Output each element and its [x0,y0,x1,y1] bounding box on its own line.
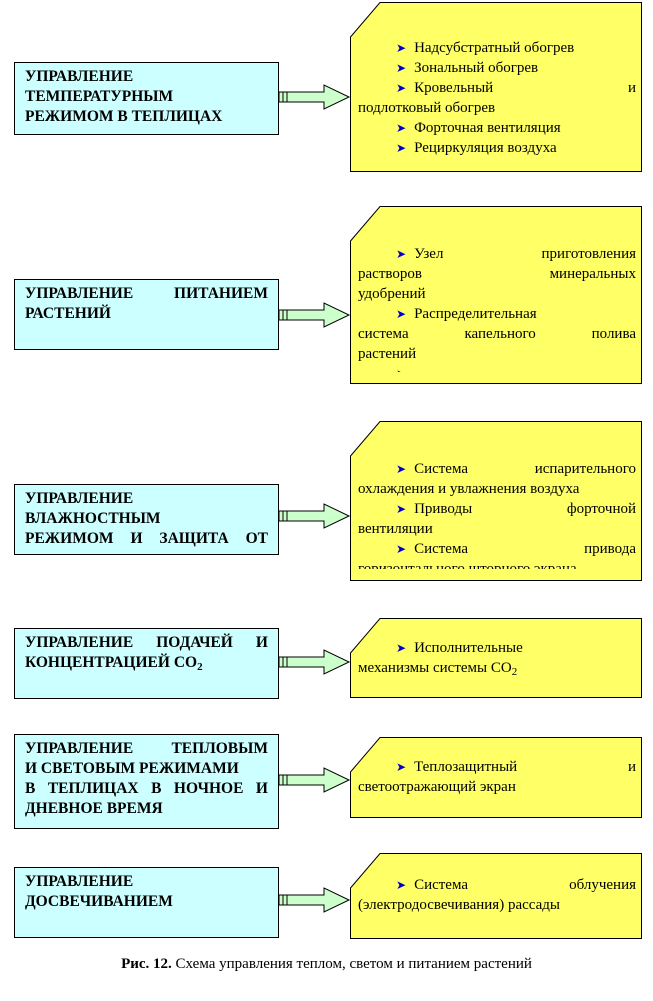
left-line: ВЛАЖНОСТНЫМ [25,510,161,527]
list-item-continuation: удобрений [358,286,426,302]
list-item-continuation: механизмы системы СО2 [358,660,518,678]
list-item-continuation: светоотражающий экран [358,779,516,795]
list-item: ➤Форточная вентиляция [396,120,561,136]
left-line: РАСТЕНИЙ [25,305,111,322]
arrow-right-icon [279,767,351,793]
arrow-right-icon [279,887,351,913]
arrowhead-bullet-icon: ➤ [396,502,407,516]
control-box-temperature: УПРАВЛЕНИЕ ТЕМПЕРАТУРНЫМ РЕЖИМОМ В ТЕПЛИ… [14,62,279,135]
arrowhead-bullet-icon: ➤ [396,760,407,774]
arrow-right-icon [279,649,351,675]
arrowhead-bullet-icon: ➤ [396,878,407,892]
list-item: ➤Надсубстратный обогрев [396,40,575,56]
left-line: РЕЖИМОМ В ТЕПЛИЦАХ [25,108,223,125]
left-line: КОНЦЕНТРАЦИЕЙ СО2 [25,654,203,673]
list-item: ➤Зональный обогрев [396,60,539,76]
arrowhead-bullet-icon: ➤ [396,41,407,55]
left-line: ДНЕВНОЕ ВРЕМЯ [25,800,163,817]
left-line: ДОСВЕЧИВАНИЕМ [25,893,173,910]
figure-caption: Рис. 12. Схема управления теплом, светом… [121,956,532,972]
list-item: ➤Рециркуляция воздуха [396,140,557,156]
list-item-continuation: (электродосвечивания) рассады [358,897,560,913]
list-item-continuation: подлотковый обогрев [358,100,496,116]
actuator-box-co2: ➤Исполнительные механизмы системы СО2 [350,618,642,698]
left-line: УПРАВЛЕНИЕ [25,873,134,890]
arrowhead-bullet-icon: ➤ [396,141,407,155]
left-line: ТЕМПЕРАТУРНЫМ [25,88,174,105]
list-item: ➤... [358,364,636,372]
list-item: ➤Исполнительные [396,640,523,656]
arrowhead-bullet-icon: ➤ [396,61,407,75]
list-item-continuation: вентиляции [358,521,433,537]
list-item-continuation: охлаждения и увлажнения воздуха [358,481,580,497]
arrow-right-icon [279,503,351,529]
list-item-continuation: горизонтального шторного экрана [358,561,577,569]
arrow-right-icon [279,84,351,110]
list-item: ➤Распределительная [396,306,537,322]
control-box-supplemental-lighting: УПРАВЛЕНИЕ ДОСВЕЧИВАНИЕМ [14,867,279,938]
arrowhead-bullet-icon: ➤ [396,542,407,556]
arrowhead-bullet-icon: ➤ [396,641,407,655]
arrowhead-bullet-icon: ➤ [396,247,407,261]
arrow-right-icon [279,302,351,328]
list-item-continuation: растений [358,346,417,362]
arrowhead-bullet-icon: ➤ [396,364,406,372]
left-line: УПРАВЛЕНИЕ [25,490,134,507]
actuator-box-temperature: ➤Надсубстратный обогрев ➤Зональный обогр… [350,2,642,172]
left-line: И СВЕТОВЫМ РЕЖИМАМИ [25,760,239,777]
arrowhead-bullet-icon: ➤ [396,462,407,476]
arrowhead-bullet-icon: ➤ [396,121,407,135]
arrowhead-bullet-icon: ➤ [396,307,407,321]
left-line: УПРАВЛЕНИЕ [25,68,134,85]
arrowhead-bullet-icon: ➤ [396,81,407,95]
